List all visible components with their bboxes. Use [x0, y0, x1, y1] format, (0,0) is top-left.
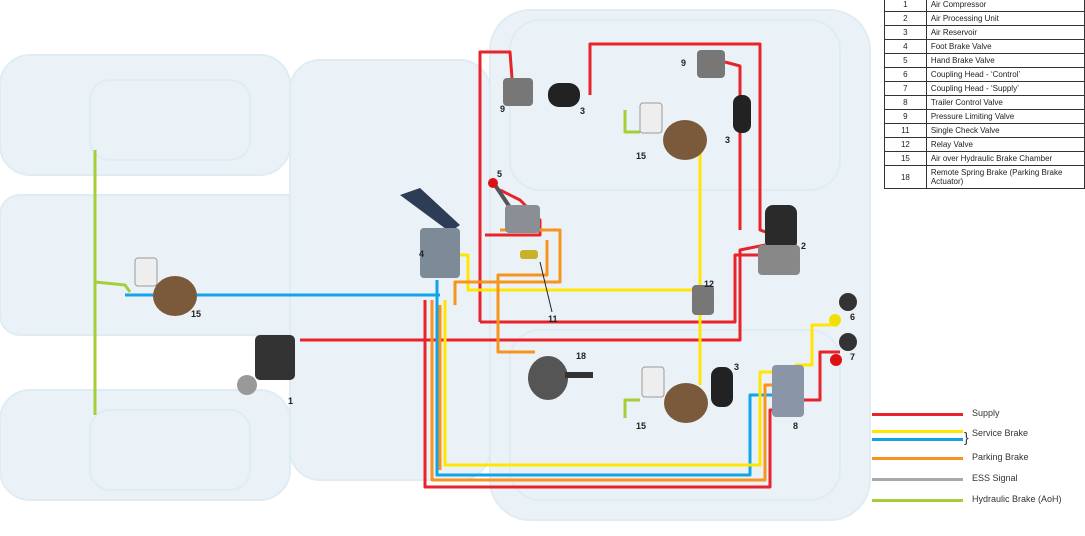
- trailer-control-valve: [772, 365, 804, 417]
- component-name: Pressure Limiting Valve: [925, 109, 1085, 124]
- legend-label: Service Brake: [972, 428, 1029, 438]
- callout-5: 5: [497, 169, 502, 179]
- component-name: Foot Brake Valve: [925, 39, 1085, 54]
- supply-line: [300, 243, 766, 342]
- coupling-head-supply: [830, 333, 857, 366]
- remote-spring-brake: [528, 356, 593, 400]
- hydraulic-line-left-branch: [94, 280, 132, 293]
- component-name: Remote Spring Brake (Parking Brake Actua…: [925, 165, 1085, 189]
- callout-1: 1: [288, 396, 293, 406]
- callout-12: 12: [704, 279, 714, 289]
- callout-15: 15: [636, 421, 646, 431]
- callout-7: 7: [850, 352, 855, 362]
- service-brake-line-blue: [435, 280, 775, 477]
- component-name: Coupling Head - ‘Control’: [925, 67, 1085, 82]
- component-name: Air Processing Unit: [925, 11, 1085, 26]
- component-name: Air over Hydraulic Brake Chamber: [925, 151, 1085, 166]
- pressure-limiting-valve: [503, 50, 725, 106]
- component-name: Coupling Head - ‘Supply’: [925, 81, 1085, 96]
- callout-9: 9: [500, 104, 505, 114]
- component-number: 6: [884, 67, 927, 82]
- air-over-hydraulic-brake-chamber: [134, 102, 708, 423]
- component-name: Trailer Control Valve: [925, 95, 1085, 110]
- component-number: 9: [884, 109, 927, 124]
- air-reservoir: [548, 83, 751, 407]
- component-name: Relay Valve: [925, 137, 1085, 152]
- callout-15: 15: [191, 309, 201, 319]
- callout-6: 6: [850, 312, 855, 322]
- component-number: 4: [884, 39, 927, 54]
- component-name: Air Reservoir: [925, 25, 1085, 40]
- hand-brake-valve: [488, 178, 540, 233]
- legend-label: Parking Brake: [972, 452, 1029, 462]
- callout-4: 4: [419, 249, 424, 259]
- callout-11: 11: [548, 314, 558, 324]
- component-name: Hand Brake Valve: [925, 53, 1085, 68]
- callout-18: 18: [576, 351, 586, 361]
- callout-15: 15: [636, 151, 646, 161]
- foot-brake-valve: [400, 188, 460, 278]
- callout-3: 3: [734, 362, 739, 372]
- supply-line: [478, 50, 514, 322]
- component-name: Single Check Valve: [925, 123, 1085, 138]
- supply-line: [480, 253, 765, 324]
- callout-2: 2: [801, 241, 806, 251]
- component-number: 5: [884, 53, 927, 68]
- component-number: 2: [884, 11, 927, 26]
- service-brake-line-yellow: [443, 300, 780, 467]
- component-number: 15: [884, 151, 927, 166]
- component-number: 7: [884, 81, 927, 96]
- parking-brake-line: [496, 240, 549, 354]
- hydraulic-line-bottom: [623, 398, 640, 418]
- coupling-head-control: [829, 293, 857, 326]
- component-number: 1: [884, 0, 927, 12]
- component-number: 18: [884, 165, 927, 189]
- component-name: Air Compressor: [925, 0, 1085, 12]
- relay-valve: [692, 285, 714, 315]
- callout-8: 8: [793, 421, 798, 431]
- supply-line: [724, 60, 742, 230]
- callout-9: 9: [681, 58, 686, 68]
- air-processing-unit: [758, 205, 800, 275]
- component-number: 3: [884, 25, 927, 40]
- legend-label: Hydraulic Brake (AoH): [972, 494, 1062, 504]
- legend-label: ESS Signal: [972, 473, 1018, 483]
- service-brake-line-yellow: [795, 323, 838, 367]
- single-check-valve: [520, 250, 538, 259]
- hydraulic-line-top: [623, 110, 640, 134]
- callout-3: 3: [580, 106, 585, 116]
- component-number: 11: [884, 123, 927, 138]
- supply-line: [800, 350, 840, 402]
- legend-brace: }: [964, 429, 969, 445]
- component-number: 12: [884, 137, 927, 152]
- component-number: 8: [884, 95, 927, 110]
- parking-brake-line: [430, 300, 780, 482]
- callout-3: 3: [725, 135, 730, 145]
- air-compressor: [237, 335, 295, 395]
- callout-leader-11: [539, 261, 553, 313]
- legend-label: Supply: [972, 408, 1000, 418]
- parking-brake-line: [453, 228, 562, 305]
